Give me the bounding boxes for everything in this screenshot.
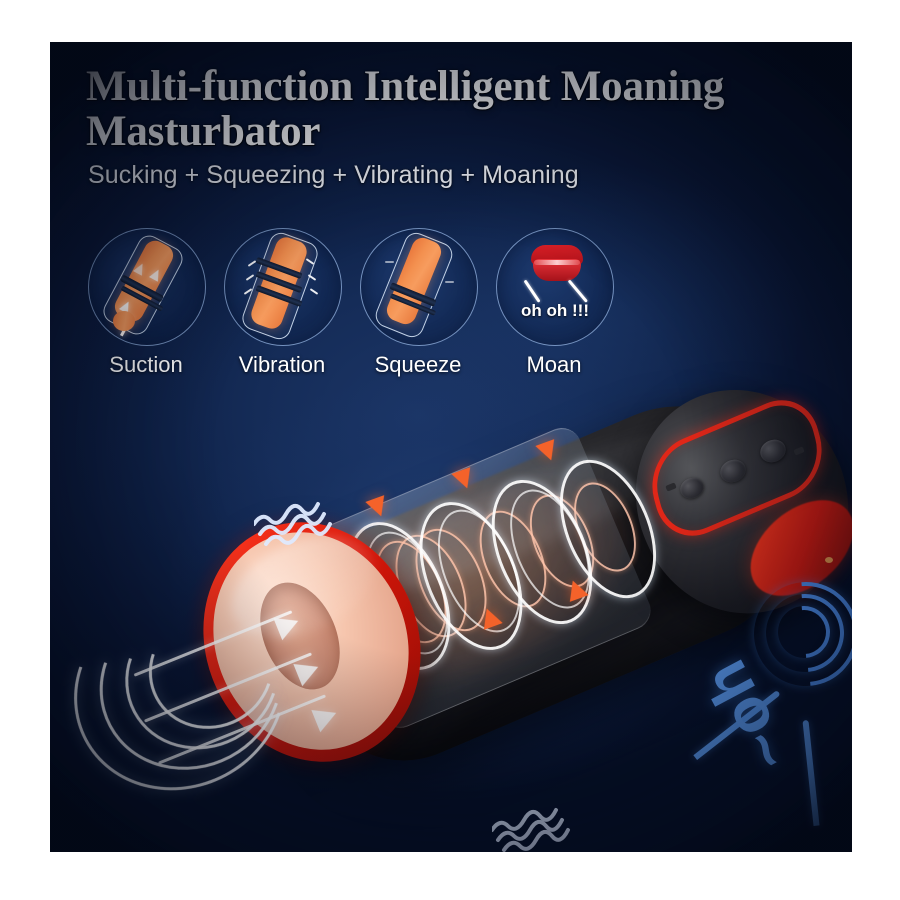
lips-icon xyxy=(531,245,583,283)
squeeze-icon xyxy=(360,228,478,346)
suction-icon xyxy=(88,228,206,346)
moan-callout: oh oh !!! xyxy=(521,301,589,320)
accent-line xyxy=(802,719,820,827)
page-subtitle: Sucking + Squeezing + Vibrating + Moanin… xyxy=(88,161,579,189)
vibration-waves xyxy=(492,808,570,852)
vibration-icon xyxy=(224,228,342,346)
device-indicator-dot xyxy=(825,557,833,563)
page-title: Multi-function Intelligent Moaning Mastu… xyxy=(86,63,725,155)
product-panel: Multi-function Intelligent Moaning Mastu… xyxy=(50,42,852,852)
vibration-waves xyxy=(254,502,332,546)
moan-sound-effect: ~oh xyxy=(670,560,852,852)
moan-lips-icon: oh oh !!! xyxy=(496,228,614,346)
